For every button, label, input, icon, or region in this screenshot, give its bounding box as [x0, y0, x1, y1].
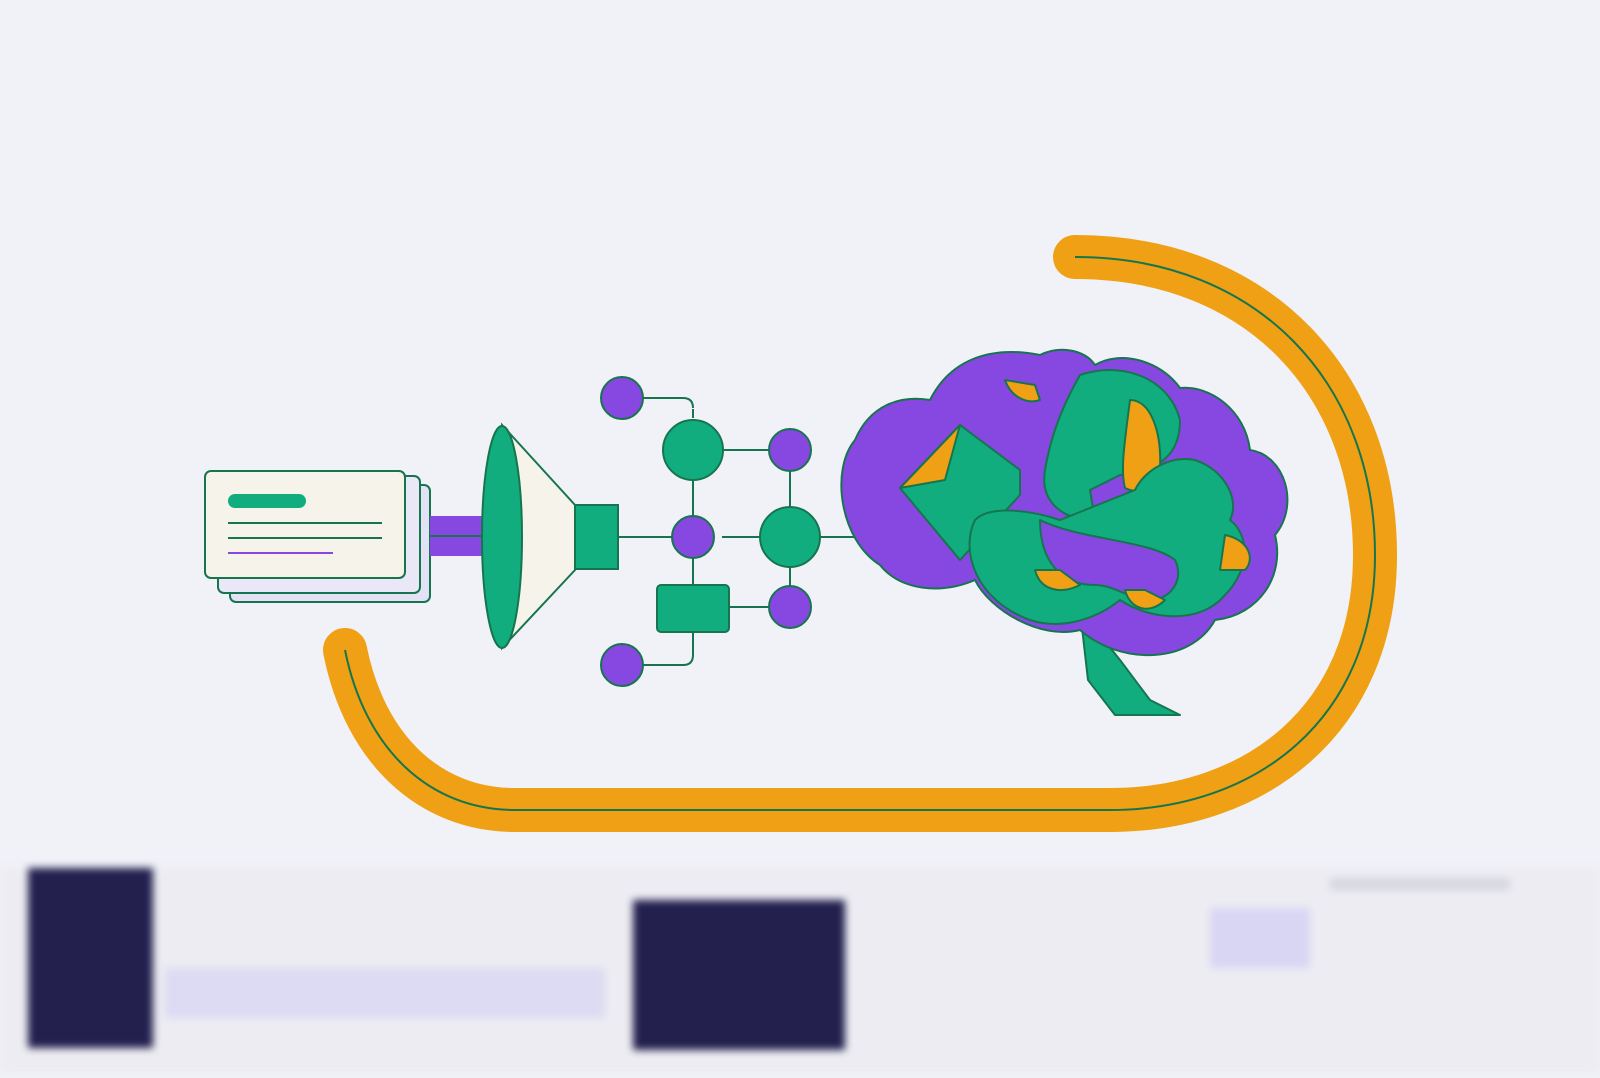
network-node	[600, 643, 644, 687]
network-node	[768, 585, 812, 629]
blurred-navy-block	[28, 868, 153, 1048]
blurred-grey-line	[1330, 878, 1510, 890]
feedback-loop-arrow	[323, 235, 1398, 832]
document-card	[204, 470, 406, 579]
blurred-navy-block	[633, 900, 845, 1050]
blurred-footer-region	[0, 868, 1600, 1073]
network-node	[600, 376, 644, 420]
network-nodes	[600, 376, 821, 687]
network-node	[768, 428, 812, 472]
brain	[840, 348, 1289, 716]
funnel	[481, 422, 619, 651]
blurred-lavender-block	[165, 968, 605, 1018]
blurred-lavender-block	[1210, 908, 1310, 968]
network-node	[656, 584, 730, 633]
network-graph	[618, 397, 855, 666]
network-node	[759, 506, 821, 568]
network-node	[671, 515, 715, 559]
document-title-bar	[228, 494, 306, 508]
document-stack	[204, 470, 431, 603]
network-node	[662, 419, 724, 481]
